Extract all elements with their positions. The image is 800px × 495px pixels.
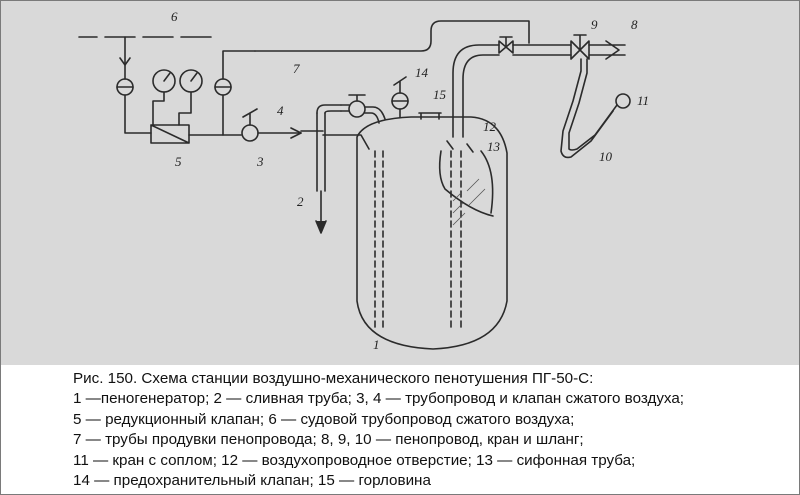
callout-13: 13 <box>487 139 501 154</box>
callout-6: 6 <box>171 9 178 24</box>
manhole-neck-15 <box>418 112 442 120</box>
foam-station-schematic: 1 2 3 4 5 6 7 8 9 10 11 12 13 14 15 <box>78 9 649 352</box>
air-hole-12 <box>446 140 454 150</box>
caption-line: 7 — трубы продувки пенопровода; 8, 9, 10… <box>73 431 584 449</box>
callout-7: 7 <box>293 61 300 76</box>
schematic-drawing: 1 2 3 4 5 6 7 8 9 10 11 12 13 14 15 <box>1 1 799 365</box>
caption-title: Рис. 150. Схема станции воздушно-механич… <box>73 370 594 387</box>
figure-caption: Рис. 150. Схема станции воздушно-механич… <box>73 369 793 491</box>
foam-line-valve <box>498 40 514 54</box>
callout-14: 14 <box>415 65 429 80</box>
callout-10: 10 <box>599 149 613 164</box>
callout-2: 2 <box>297 194 304 209</box>
siphon-pipe-13 <box>450 150 462 332</box>
purge-pipe <box>254 20 530 52</box>
hose-10 <box>560 58 614 159</box>
callout-3: 3 <box>256 154 264 169</box>
air-valve-4 <box>241 124 259 142</box>
caption-line: 1 —пеногенератор; 2 — сливная труба; 3, … <box>73 390 685 408</box>
callout-8: 8 <box>631 17 638 32</box>
callout-5: 5 <box>175 154 182 169</box>
drain-pipe <box>316 112 326 192</box>
callout-11: 11 <box>637 93 649 108</box>
nozzle-valve-11 <box>615 93 631 109</box>
foam-main-8 <box>588 40 626 60</box>
foam-tank <box>356 116 508 350</box>
callout-12: 12 <box>483 119 497 134</box>
caption-line: 14 — предохранительный клапан; 15 — горл… <box>73 472 431 490</box>
callout-1: 1 <box>373 337 380 352</box>
callout-15: 15 <box>433 87 447 102</box>
reducer-valve <box>150 124 190 144</box>
callout-9: 9 <box>591 17 598 32</box>
callout-4: 4 <box>277 103 284 118</box>
caption-line: 11 — кран с соплом; 12 — воздухопроводно… <box>73 451 636 469</box>
foam-crane-9 <box>570 40 590 60</box>
tank-top-valve <box>348 100 366 118</box>
foam-generator-tube <box>374 150 384 332</box>
caption-line: 5 — редукционный клапан; 6 — судовой тру… <box>73 410 575 428</box>
